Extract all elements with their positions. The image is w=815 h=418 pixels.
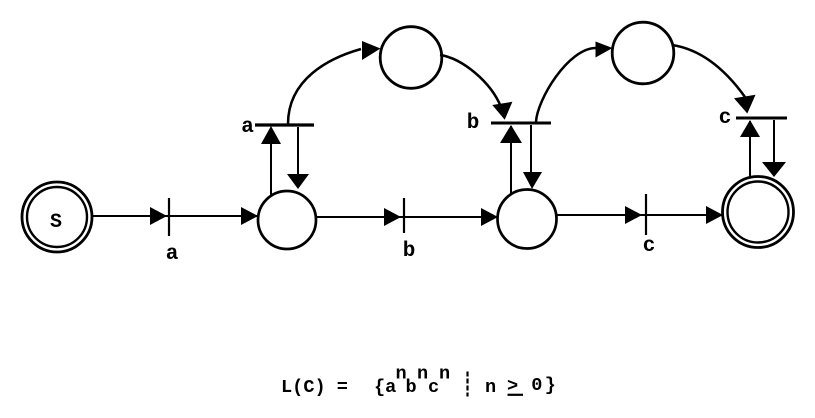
svg-text:L(C) =: L(C) = — [281, 377, 348, 398]
svg-text:n: n — [439, 364, 450, 385]
svg-text:b: b — [467, 112, 480, 135]
svg-text:c: c — [428, 377, 439, 398]
svg-text:a: a — [166, 243, 179, 266]
svg-text:}: } — [545, 375, 556, 396]
svg-text:c: c — [719, 107, 732, 130]
svg-text:{a: {a — [374, 377, 396, 398]
svg-text:b: b — [406, 377, 417, 398]
svg-text:c: c — [643, 235, 656, 258]
svg-text:>: > — [507, 376, 518, 397]
svg-text:n: n — [417, 364, 428, 385]
svg-text:b: b — [403, 240, 416, 263]
svg-text:n: n — [396, 364, 407, 385]
svg-text:S: S — [50, 211, 62, 234]
svg-text:0: 0 — [531, 375, 542, 396]
svg-text:n: n — [485, 377, 496, 398]
svg-text:a: a — [241, 116, 254, 139]
